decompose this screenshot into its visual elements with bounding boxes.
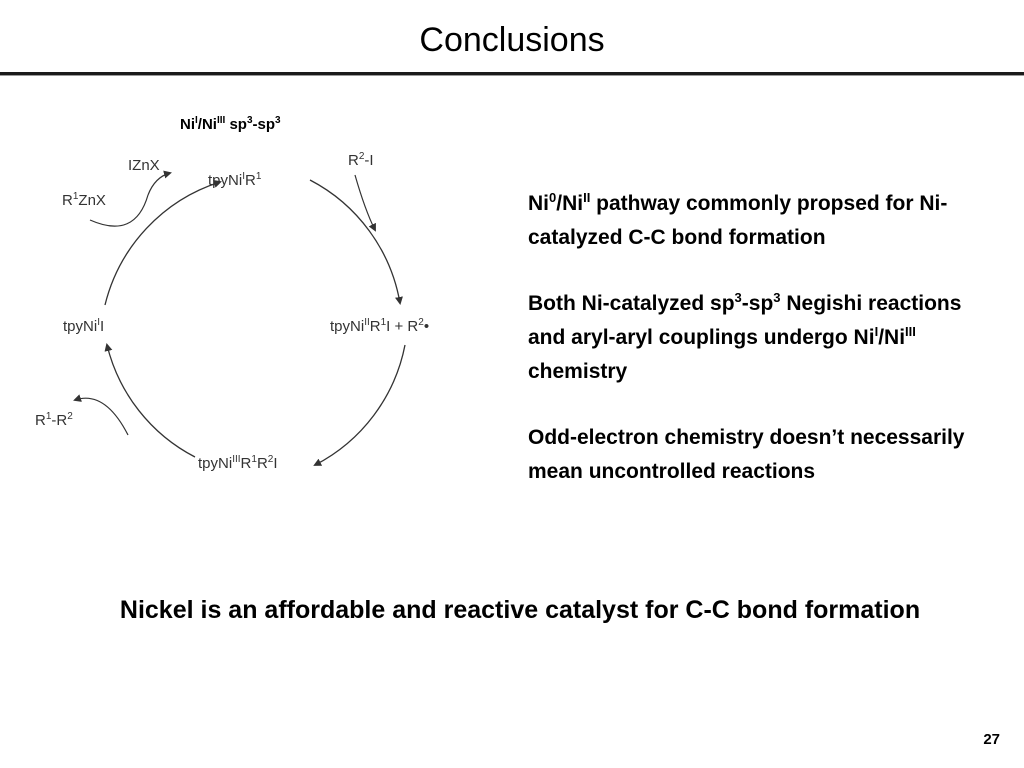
reagent-r1znx: R1ZnX <box>62 191 106 209</box>
slide-title: Conclusions <box>419 21 605 59</box>
title-divider-shadow <box>0 75 1024 76</box>
page-number: 27 <box>983 731 1000 748</box>
arrow-iznx-out <box>147 170 172 196</box>
product-r1r2: R1-R2 <box>35 411 73 429</box>
diagram-label: NiI/NiIII sp3-sp3 <box>180 115 281 133</box>
arc-top-to-right <box>309 179 403 305</box>
arc-left-to-top <box>104 180 222 306</box>
species-bottom: tpyNiIIIR1R2I <box>198 454 278 472</box>
reagent-iznx: IZnX <box>128 157 160 174</box>
arrow-r2i-in <box>354 174 376 232</box>
species-top: tpyNiIR1 <box>208 171 262 189</box>
arc-bottom-to-left <box>104 343 196 458</box>
reagent-r2i: R2-I <box>348 151 374 169</box>
species-right: tpyNiIIR1I + R2• <box>330 317 429 335</box>
arrow-r1znx-in <box>89 194 149 227</box>
conclusion-statement: Nickel is an affordable and reactive cat… <box>119 596 921 624</box>
species-left: tpyNiII <box>63 317 104 335</box>
arrow-r1r2-out <box>73 394 129 436</box>
point-ni0-nii-pathway: Ni0/NiII pathway commonly propsed for Ni… <box>528 190 948 249</box>
conclusion-points: Ni0/NiII pathway commonly propsed for Ni… <box>528 187 998 521</box>
point-negishi-nii-niiii: Both Ni-catalyzed sp3-sp3 Negishi reacti… <box>528 290 962 383</box>
catalytic-cycle-diagram: tpyNiIR1 tpyNiIIR1I + R2• tpyNiIIIR1R2I … <box>35 151 429 472</box>
arc-right-to-bottom <box>313 344 406 466</box>
title-divider <box>0 72 1024 75</box>
point-odd-electron: Odd-electron chemistry doesn’t necessari… <box>528 426 965 483</box>
